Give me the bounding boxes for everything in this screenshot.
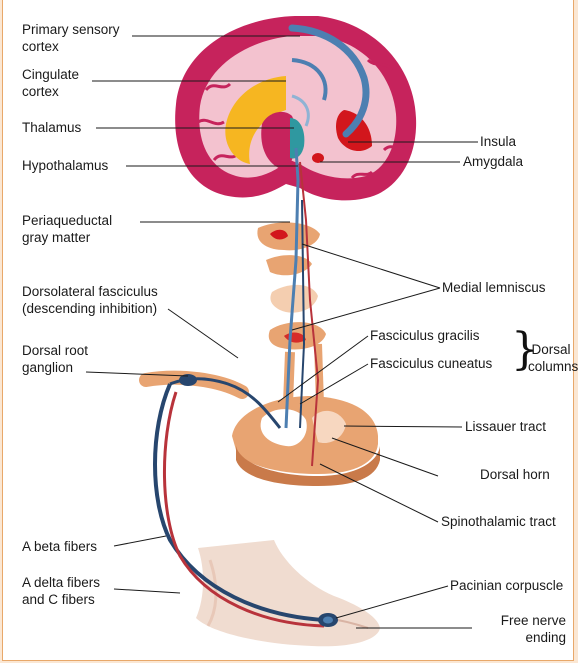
label-line: cortex bbox=[22, 38, 120, 55]
label-dorsolateral-fasciculus: Dorsolateral fasciculus (descending inhi… bbox=[22, 283, 158, 317]
label-line: (descending inhibition) bbox=[22, 300, 158, 317]
label-line: Dorsal bbox=[528, 341, 574, 358]
label-line: Periaqueductal bbox=[22, 212, 112, 229]
label-line: cortex bbox=[22, 83, 79, 100]
label-line: ganglion bbox=[22, 359, 88, 376]
label-line: Free nerve bbox=[474, 612, 566, 629]
label-thalamus: Thalamus bbox=[22, 119, 81, 136]
label-free-nerve-ending: Free nerve ending bbox=[474, 612, 566, 646]
label-line: and C fibers bbox=[22, 591, 100, 608]
label-line: Primary sensory bbox=[22, 21, 120, 38]
label-amygdala: Amygdala bbox=[463, 153, 523, 170]
label-primary-sensory-cortex: Primary sensory cortex bbox=[22, 21, 120, 55]
label-a-beta-fibers: A beta fibers bbox=[22, 538, 97, 555]
label-fasciculus-gracilis: Fasciculus gracilis bbox=[370, 327, 480, 344]
label-insula: Insula bbox=[480, 133, 516, 150]
label-lissauer-tract: Lissauer tract bbox=[465, 418, 546, 435]
spinal-cord bbox=[146, 344, 380, 486]
label-pacinian-corpuscle: Pacinian corpuscle bbox=[450, 577, 563, 594]
label-a-delta-c-fibers: A delta fibers and C fibers bbox=[22, 574, 100, 608]
label-dorsal-horn: Dorsal horn bbox=[480, 466, 550, 483]
label-cingulate-cortex: Cingulate cortex bbox=[22, 66, 79, 100]
label-line: gray matter bbox=[22, 229, 112, 246]
label-dorsal-root-ganglion: Dorsal root ganglion bbox=[22, 342, 88, 376]
label-periaqueductal-gray: Periaqueductal gray matter bbox=[22, 212, 112, 246]
label-medial-lemniscus: Medial lemniscus bbox=[442, 279, 546, 296]
label-spinothalamic-tract: Spinothalamic tract bbox=[441, 513, 556, 530]
label-dorsal-columns: Dorsal columns bbox=[528, 341, 574, 375]
label-line: A delta fibers bbox=[22, 574, 100, 591]
brain bbox=[175, 16, 416, 200]
label-line: columns bbox=[528, 358, 574, 375]
label-line: Dorsolateral fasciculus bbox=[22, 283, 158, 300]
label-hypothalamus: Hypothalamus bbox=[22, 157, 108, 174]
label-line: Dorsal root bbox=[22, 342, 88, 359]
label-line: ending bbox=[474, 629, 566, 646]
label-line: Cingulate bbox=[22, 66, 79, 83]
label-fasciculus-cuneatus: Fasciculus cuneatus bbox=[370, 355, 492, 372]
